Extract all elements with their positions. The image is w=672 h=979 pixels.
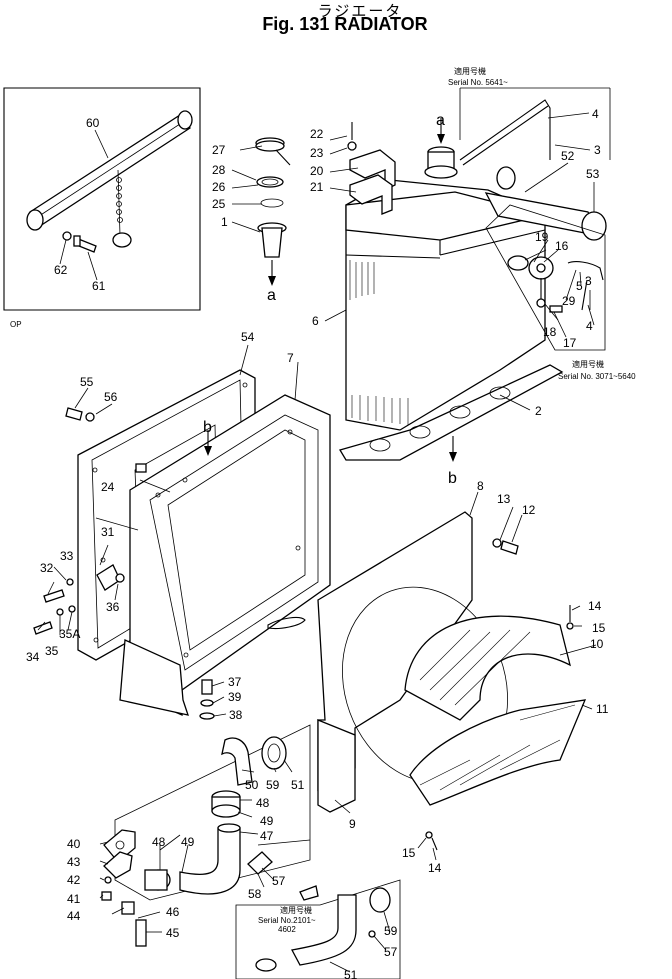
serial-note-a-jp: 適用号機 (454, 66, 486, 76)
serial-note-b-jp: 適用号機 (572, 359, 604, 369)
leader-lines (37, 112, 597, 973)
part-number-25: 25 (212, 197, 226, 211)
part-number-49-lower: 49 (181, 835, 195, 849)
part-number-21: 21 (310, 180, 324, 194)
serial-note-b: Serial No. 3071~5640 (558, 372, 636, 381)
part-number-14-upper: 14 (588, 599, 602, 613)
part-number-35a: 35A (59, 627, 80, 641)
option-inset (3, 87, 201, 311)
frame (119, 394, 331, 716)
connector-arrows (204, 118, 457, 462)
part-number-51-lower: 51 (344, 968, 358, 979)
part-number-14-lower: 14 (428, 861, 442, 875)
part-number-45: 45 (166, 926, 180, 940)
part-number-41: 41 (67, 892, 81, 906)
part-number-20: 20 (310, 164, 324, 178)
serial-note-c-jp: 適用号機 (280, 905, 312, 915)
part-number-40: 40 (67, 837, 81, 851)
part-number-22: 22 (310, 127, 324, 141)
gasket (339, 364, 564, 461)
part-number-44: 44 (67, 909, 81, 923)
part-number-3-detail: 3 (585, 274, 592, 288)
part-number-62: 62 (54, 263, 68, 277)
figure-title: Fig. 131 RADIATOR (262, 14, 428, 34)
part-number-6: 6 (312, 314, 319, 328)
serial-note-a: Serial No. 5641~ (448, 78, 508, 87)
part-number-18: 18 (543, 325, 557, 339)
part-number-36: 36 (106, 600, 120, 614)
hardware (33, 122, 574, 851)
part-number-28: 28 (212, 163, 226, 177)
part-number-59-lower: 59 (384, 924, 398, 938)
part-number-3-top: 3 (594, 143, 601, 157)
part-number-60: 60 (86, 116, 100, 130)
part-number-2: 2 (535, 404, 542, 418)
part-number-48-upper: 48 (256, 796, 270, 810)
part-number-23: 23 (310, 146, 324, 160)
part-number-24: 24 (101, 480, 115, 494)
part-number-51-upper: 51 (291, 778, 305, 792)
part-number-43: 43 (67, 855, 81, 869)
part-number-39: 39 (228, 690, 242, 704)
part-number-16: 16 (555, 239, 569, 253)
part-number-4-top: 4 (592, 107, 599, 121)
part-number-32: 32 (40, 561, 54, 575)
part-number-13: 13 (497, 492, 511, 506)
part-number-15-lower: 15 (402, 846, 416, 860)
connector-a-top: a (436, 112, 445, 129)
part-number-27: 27 (212, 143, 226, 157)
part-number-29: 29 (562, 294, 576, 308)
connector-b-bottom: b (448, 470, 457, 487)
part-number-10: 10 (590, 637, 604, 651)
part-number-34: 34 (26, 650, 40, 664)
part-number-49-upper: 49 (260, 814, 274, 828)
part-number-59-upper: 59 (266, 778, 280, 792)
title-japanese: ラジエータ (317, 2, 403, 20)
part-number-61: 61 (92, 279, 106, 293)
part-number-11: 11 (596, 702, 609, 716)
part-number-33: 33 (60, 549, 74, 563)
part-number-50: 50 (245, 778, 259, 792)
part-number-8: 8 (477, 479, 484, 493)
part-number-57-lower: 57 (384, 945, 398, 959)
part-number-52: 52 (561, 149, 575, 163)
sensor-detail (485, 204, 606, 351)
part-number-56: 56 (104, 390, 118, 404)
option-label: OP (10, 320, 22, 329)
part-number-55: 55 (80, 375, 94, 389)
part-number-48-lower: 48 (152, 835, 166, 849)
connector-b-top: b (203, 419, 212, 436)
part-number-53: 53 (586, 167, 600, 181)
part-number-12: 12 (522, 503, 536, 517)
part-number-1: 1 (221, 215, 228, 229)
part-number-31: 31 (101, 525, 115, 539)
part-number-5: 5 (576, 279, 583, 293)
part-number-9: 9 (349, 817, 356, 831)
serial-note-c: Serial No.2101~ (258, 916, 316, 925)
serial-note-c2: 4602 (278, 925, 296, 934)
part-number-35: 35 (45, 644, 59, 658)
radiator-core (345, 99, 607, 431)
connector-a-bottom: a (267, 287, 276, 304)
part-number-19: 19 (535, 230, 549, 244)
part-number-58: 58 (248, 887, 262, 901)
lower-hoses (101, 724, 401, 979)
part-number-42: 42 (67, 873, 81, 887)
part-number-54: 54 (241, 330, 255, 344)
cap-parts (255, 137, 291, 258)
part-number-46: 46 (166, 905, 180, 919)
part-number-37: 37 (228, 675, 242, 689)
part-number-15-upper: 15 (592, 621, 606, 635)
part-number-7: 7 (287, 351, 294, 365)
part-number-4-detail: 4 (586, 319, 593, 333)
part-number-47: 47 (260, 829, 274, 843)
part-number-57-upper: 57 (272, 874, 286, 888)
fan-guard (404, 615, 587, 806)
part-number-38: 38 (229, 708, 243, 722)
part-number-17: 17 (563, 336, 577, 350)
part-number-26: 26 (212, 180, 226, 194)
